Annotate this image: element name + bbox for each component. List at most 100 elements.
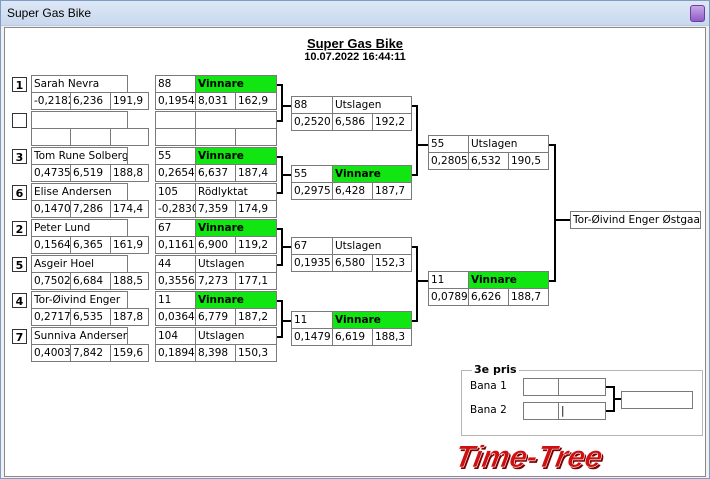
elapsed-time-field[interactable]: 7,286 [70,200,111,218]
speed-field[interactable]: 191,9 [110,92,149,110]
reaction-time-field[interactable] [155,128,196,146]
elapsed-time-field[interactable]: 6,580 [332,254,373,272]
result-field[interactable]: Utslagen [195,327,277,345]
result-field[interactable]: Vinnare [332,311,412,329]
reaction-time-field[interactable]: 0,0364 [155,308,196,326]
reaction-time-field[interactable]: -0,2182 [31,92,71,110]
result-field[interactable]: Utslagen [332,96,412,114]
result-field[interactable]: Utslagen [468,135,549,153]
speed-field[interactable]: 188,5 [110,272,149,290]
result-field[interactable]: Rödlyktat [195,183,277,201]
elapsed-time-field[interactable]: 6,535 [70,308,111,326]
speed-field[interactable]: 150,3 [235,344,277,362]
reaction-time-field[interactable]: 0,1564 [31,236,71,254]
reaction-time-field[interactable]: 0,2805 [428,152,469,170]
elapsed-time-field[interactable]: 6,779 [195,308,236,326]
rider-name-field[interactable]: Tom Rune Solberg [31,147,128,165]
elapsed-time-field[interactable]: 6,365 [70,236,111,254]
speed-field[interactable]: 161,9 [110,236,149,254]
speed-field[interactable]: 187,8 [110,308,149,326]
speed-field[interactable]: 192,2 [372,113,412,131]
reaction-time-field[interactable]: 0,3556 [155,272,196,290]
elapsed-time-field[interactable]: 6,900 [195,236,236,254]
bib-field[interactable]: 55 [428,135,469,153]
elapsed-time-field[interactable]: 8,031 [195,92,236,110]
result-field[interactable]: Utslagen [195,255,277,273]
speed-field[interactable]: 188,7 [508,288,549,306]
elapsed-time-field[interactable]: 7,273 [195,272,236,290]
reaction-time-field[interactable]: 0,1894 [155,344,196,362]
reaction-time-field[interactable]: 0,1935 [291,254,333,272]
bib-field[interactable] [155,111,196,129]
rider-name-field[interactable]: Sunniva Andersen [31,327,128,345]
speed-field[interactable] [235,128,277,146]
speed-field[interactable]: 188,3 [372,328,412,346]
bib-field[interactable]: 104 [155,327,196,345]
bib-field[interactable]: 44 [155,255,196,273]
speed-field[interactable]: 174,9 [235,200,277,218]
bib-field[interactable]: 67 [291,237,333,255]
speed-field[interactable]: 162,9 [235,92,277,110]
speed-field[interactable] [110,128,149,146]
bib-field[interactable]: 67 [155,219,196,237]
speed-field[interactable]: 177,1 [235,272,277,290]
bib-field[interactable]: 105 [155,183,196,201]
lane2-result-field[interactable]: | [558,402,606,420]
speed-field[interactable]: 174,4 [110,200,149,218]
result-field[interactable]: Utslagen [332,237,412,255]
reaction-time-field[interactable]: 0,1954 [155,92,196,110]
speed-field[interactable]: 152,3 [372,254,412,272]
lane2-bib-field[interactable] [523,402,559,420]
speed-field[interactable]: 119,2 [235,236,277,254]
result-field[interactable]: Vinnare [195,219,277,237]
elapsed-time-field[interactable]: 7,359 [195,200,236,218]
speed-field[interactable]: 187,7 [372,182,412,200]
elapsed-time-field[interactable] [195,128,236,146]
speed-field[interactable]: 187,4 [235,164,277,182]
third-prize-result-field[interactable] [621,391,693,409]
reaction-time-field[interactable]: 0,2520 [291,113,333,131]
speed-field[interactable]: 188,8 [110,164,149,182]
reaction-time-field[interactable]: 0,0789 [428,288,469,306]
elapsed-time-field[interactable]: 6,586 [332,113,373,131]
elapsed-time-field[interactable]: 7,842 [70,344,111,362]
bib-field[interactable]: 11 [291,311,333,329]
elapsed-time-field[interactable]: 6,519 [70,164,111,182]
reaction-time-field[interactable]: 0,1479 [291,328,333,346]
reaction-time-field[interactable]: 0,2975 [291,182,333,200]
result-field[interactable]: Vinnare [468,271,549,289]
speed-field[interactable]: 190,5 [508,152,549,170]
result-field[interactable]: Vinnare [332,165,412,183]
bib-field[interactable]: 55 [155,147,196,165]
reaction-time-field[interactable]: 0,4003 [31,344,71,362]
elapsed-time-field[interactable]: 6,532 [468,152,509,170]
speed-field[interactable]: 187,2 [235,308,277,326]
rider-name-field[interactable]: Elise Andersen [31,183,128,201]
reaction-time-field[interactable]: 0,2717 [31,308,71,326]
result-field[interactable]: Vinnare [195,147,277,165]
reaction-time-field[interactable]: 0,7502 [31,272,71,290]
rider-name-field[interactable]: Tor-Øivind Enger [31,291,128,309]
bib-field[interactable]: 55 [291,165,333,183]
elapsed-time-field[interactable]: 6,236 [70,92,111,110]
result-field[interactable] [195,111,277,129]
bib-field[interactable]: 11 [155,291,196,309]
elapsed-time-field[interactable]: 6,684 [70,272,111,290]
bib-field[interactable]: 11 [428,271,469,289]
rider-name-field[interactable]: Sarah Nevra [31,75,128,93]
reaction-time-field[interactable]: 0,1161 [155,236,196,254]
lane1-result-field[interactable] [558,378,606,396]
lane1-bib-field[interactable] [523,378,559,396]
rider-name-field[interactable]: Asgeir Hoel [31,255,128,273]
elapsed-time-field[interactable]: 6,428 [332,182,373,200]
rider-name-field[interactable]: Peter Lund [31,219,128,237]
reaction-time-field[interactable] [31,128,71,146]
final-winner-field[interactable]: Tor-Øivind Enger Østgaard [570,211,701,229]
result-field[interactable]: Vinnare [195,75,277,93]
result-field[interactable]: Vinnare [195,291,277,309]
reaction-time-field[interactable]: 0,4735 [31,164,71,182]
elapsed-time-field[interactable]: 6,619 [332,328,373,346]
bib-field[interactable]: 88 [291,96,333,114]
speed-field[interactable]: 159,6 [110,344,149,362]
reaction-time-field[interactable]: 0,2654 [155,164,196,182]
